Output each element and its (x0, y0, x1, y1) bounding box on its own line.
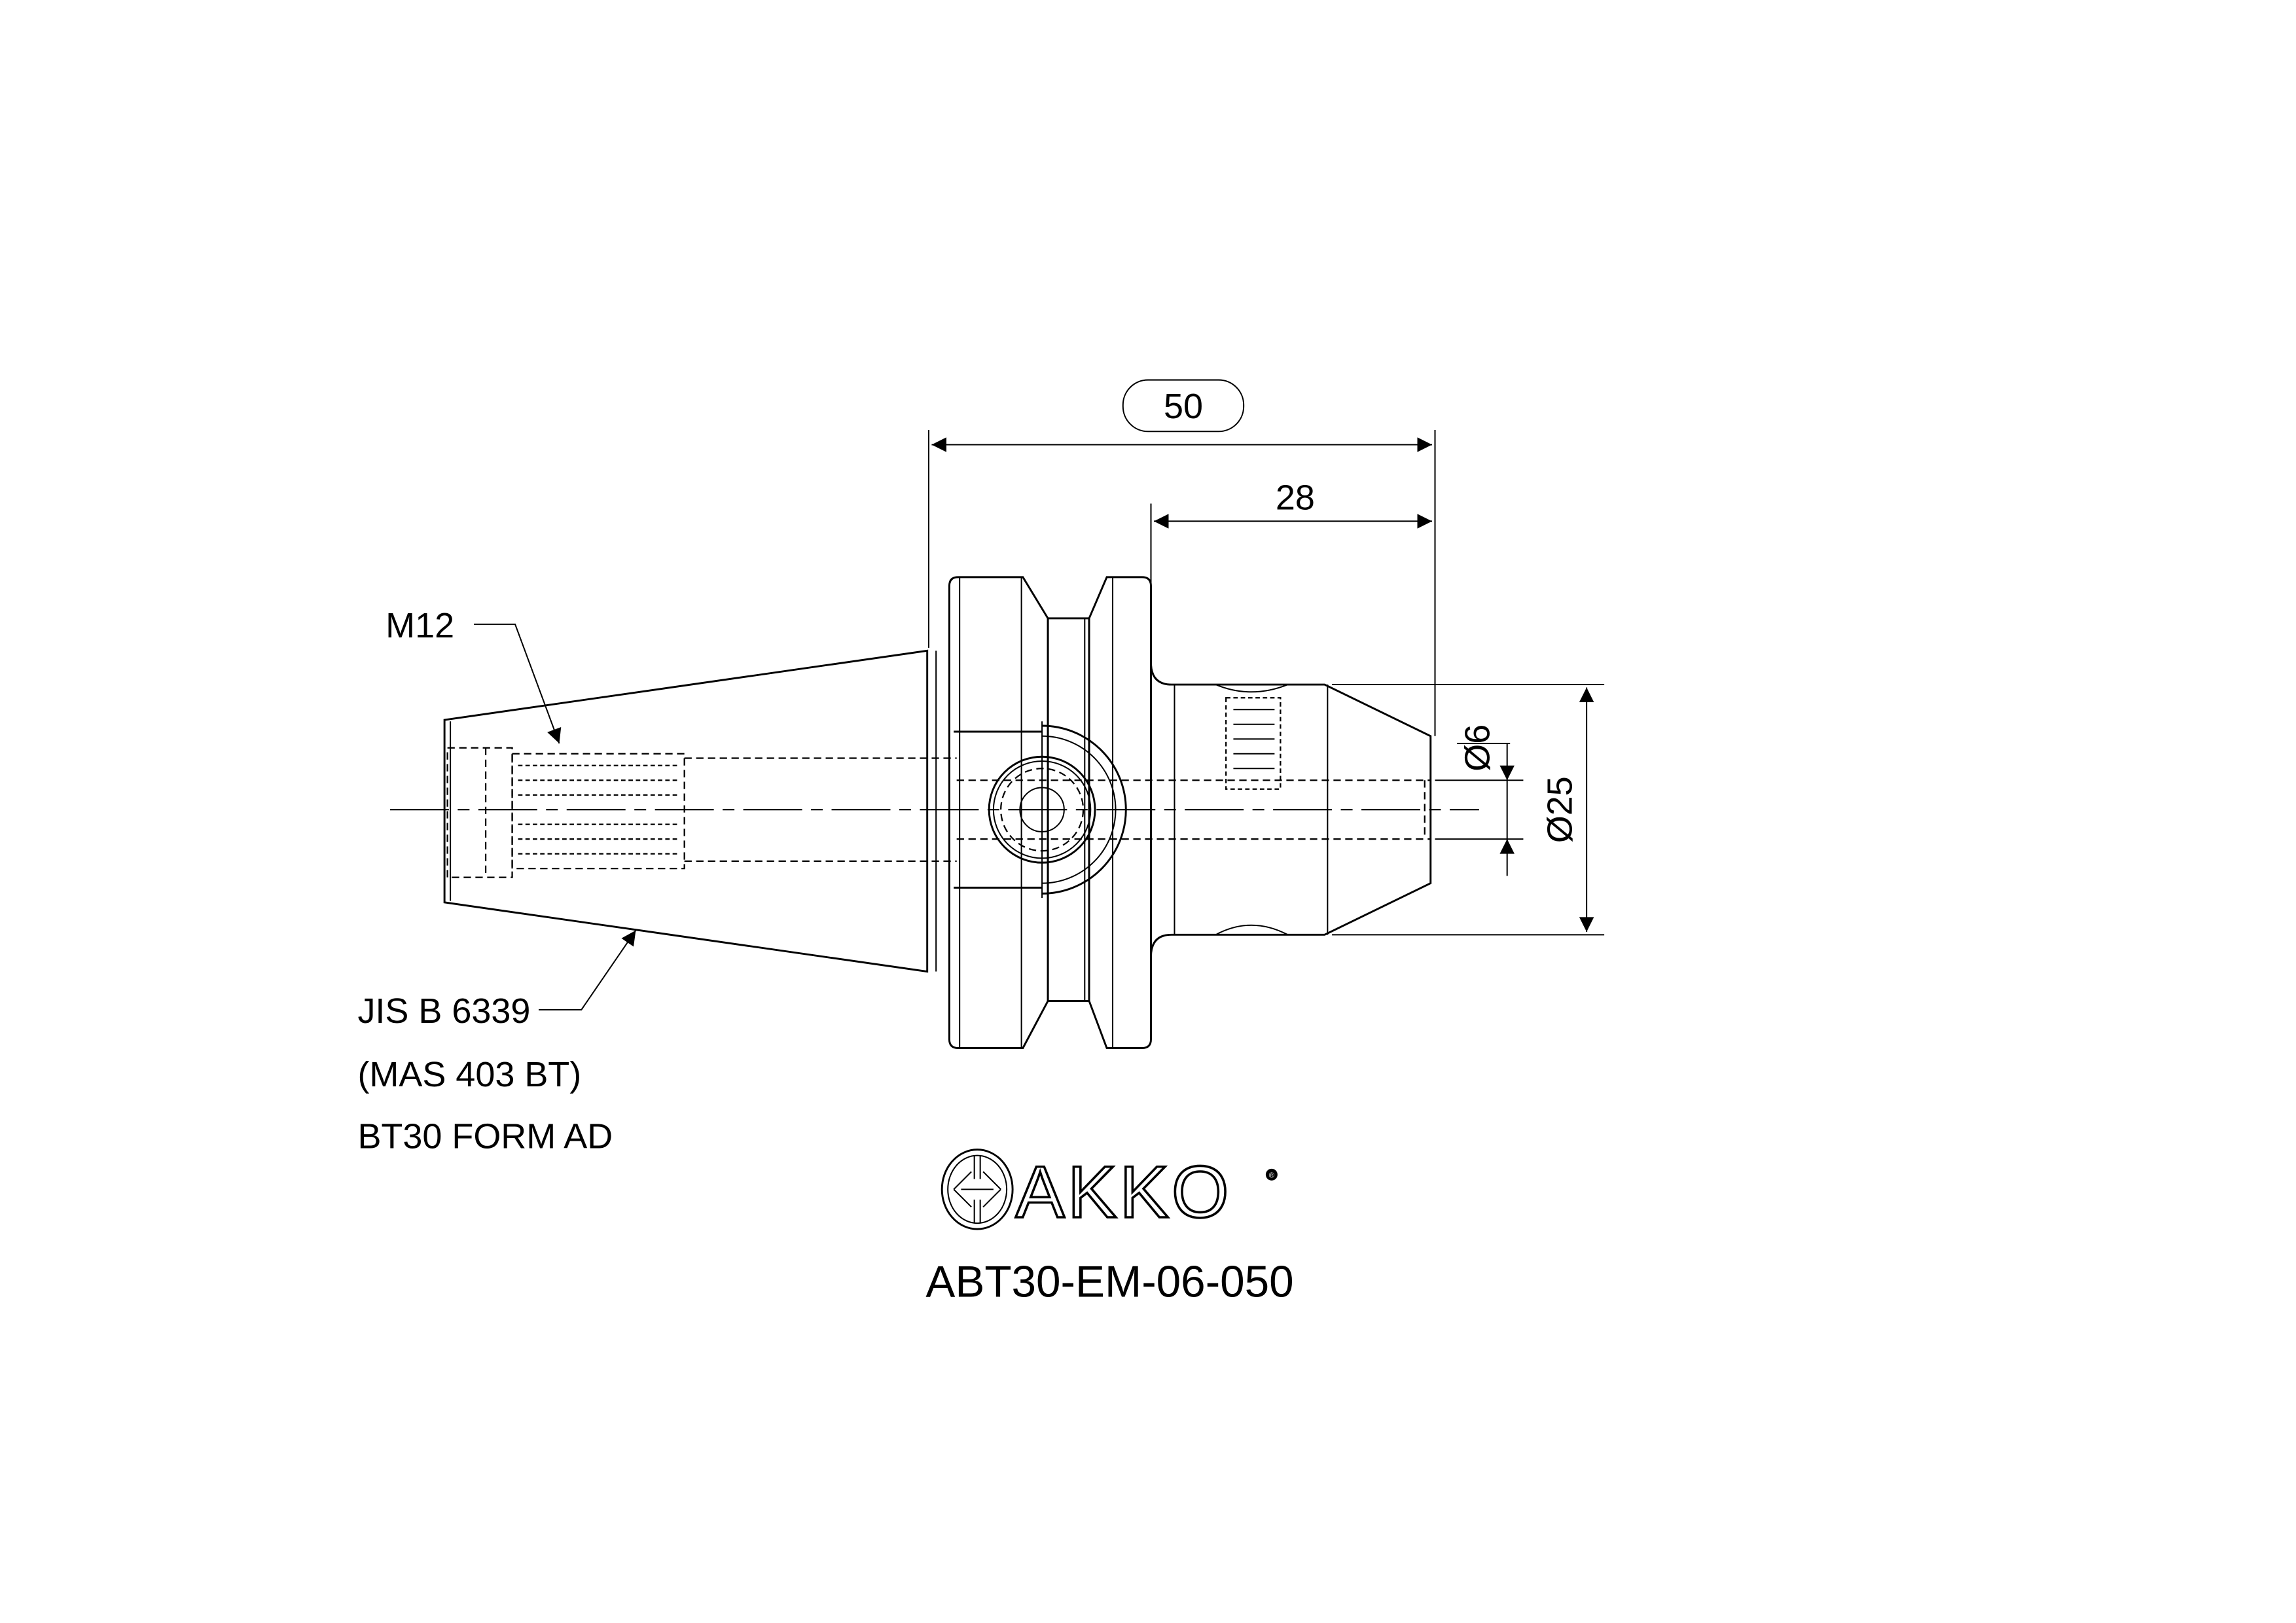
standard-line-1: JIS B 6339 (357, 991, 530, 1031)
akko-emblem-icon (941, 1149, 1014, 1230)
brand-name: AKKO (1016, 1150, 1232, 1233)
dimension-overall-length: 50 (927, 379, 1436, 736)
dimension-50-label: 50 (1164, 387, 1203, 426)
nose (956, 662, 1432, 957)
thread-callout: M12 (386, 606, 562, 744)
thread-hatch (518, 764, 680, 855)
taper-shank (443, 649, 957, 973)
registered-mark: ® (1269, 1171, 1275, 1179)
standard-line-3: BT30 FORM AD (357, 1116, 613, 1156)
dimension-gauge-length: 28 (1150, 478, 1433, 663)
clamp-screw (1225, 697, 1282, 790)
flange (948, 576, 1152, 1049)
part-number: ABT30-EM-06-050 (925, 1258, 1293, 1307)
standard-callout: JIS B 6339 (MAS 403 BT) BT30 FORM AD (357, 930, 637, 1156)
akko-logo: AKKO ® (941, 1149, 1278, 1234)
dimension-25-label: Ø25 (1541, 776, 1580, 843)
dimension-bore-diameter: Ø6 (1435, 724, 1524, 876)
standard-line-2: (MAS 403 BT) (357, 1055, 581, 1094)
thread-label: M12 (386, 606, 454, 645)
dimension-nose-diameter: Ø25 (1332, 684, 1605, 936)
dimension-6-label: Ø6 (1458, 724, 1498, 772)
dimension-28-label: 28 (1276, 478, 1315, 517)
